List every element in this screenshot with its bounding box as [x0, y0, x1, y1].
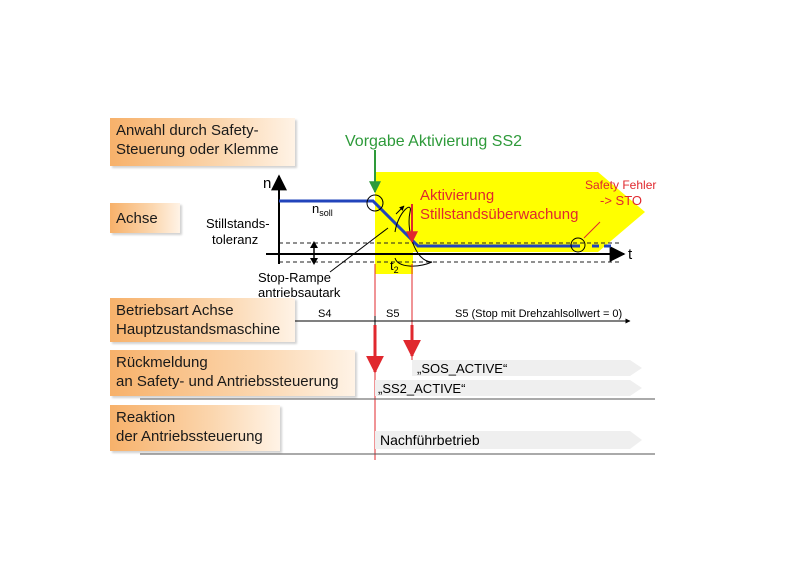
label-axis: Achse [110, 203, 180, 233]
fault-pointer [583, 221, 601, 239]
trigger-circle [366, 194, 384, 212]
sos-active-bar [412, 360, 642, 376]
label-feedback: Rückmeldung an Safety- und Antriebssteue… [110, 350, 355, 396]
ramp-label-2: antriebsautark [258, 285, 341, 300]
speed-profile-line [279, 199, 580, 248]
state-s5: S5 [386, 308, 399, 320]
state-s5-long: S5 (Stop mit Drehzahlsollwert = 0) [455, 308, 622, 320]
ramp-pointer [329, 227, 389, 273]
y-axis-label: n [263, 175, 271, 192]
label-selection: Anwahl durch Safety- Steuerung oder Klem… [110, 118, 295, 166]
state-s4: S4 [318, 308, 331, 320]
n-soll-label: nsoll [312, 201, 333, 218]
activation-label-1: Aktivierung [420, 187, 494, 204]
activation-label-2: Stillstandsüberwachung [420, 206, 578, 223]
tolerance-label-1: Stillstands- [206, 216, 270, 231]
ramp-label-1: Stop-Rampe [258, 270, 331, 285]
trigger-label: Vorgabe Aktivierung SS2 [345, 133, 522, 150]
ss2-active-bar [375, 380, 642, 396]
fault-label-1: Safety Fehler [585, 178, 656, 192]
t2-loop [394, 206, 433, 267]
fault-label-2: -> STO [600, 193, 642, 208]
label-operating-mode: Betriebsart Achse Hauptzustandsmaschine [110, 298, 295, 342]
t2-label: t2 [390, 258, 399, 275]
tracking-mode-bar [375, 431, 642, 449]
tolerance-label-2: toleranz [212, 232, 258, 247]
ss2-active-region [375, 172, 645, 252]
sos-active-label: „SOS_ACTIVE“ [417, 361, 507, 376]
x-axis-label: t [628, 246, 633, 263]
t2-interval-region [375, 252, 413, 274]
tracking-mode-label: Nachführbetrieb [380, 432, 480, 448]
ss2-active-label: „SS2_ACTIVE“ [378, 381, 465, 396]
label-reaction: Reaktion der Antriebssteuerung [110, 405, 280, 451]
fault-circle [570, 237, 586, 253]
